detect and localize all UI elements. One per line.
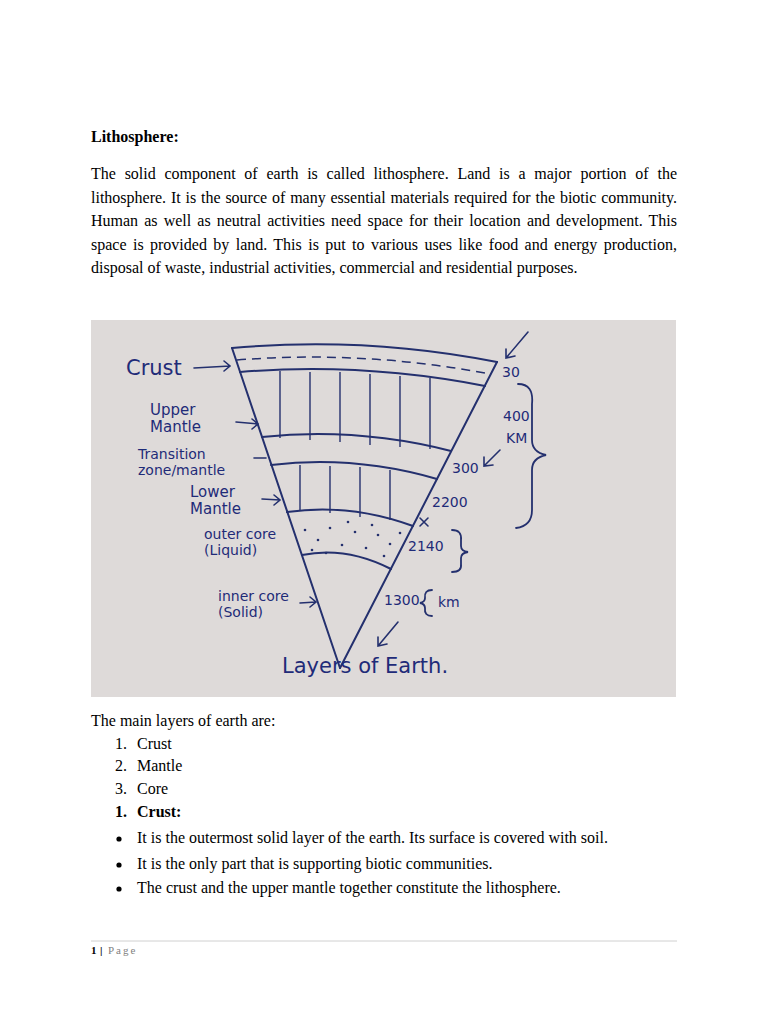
layer-label: Crust [126,356,182,380]
outer-core-dots [304,521,402,558]
section-number: 1. [115,803,127,821]
depth-number: 2140 [408,538,444,554]
bullet-text: The crust and the upper mantle together … [137,879,677,897]
mantle-hatching [280,371,430,520]
bullet-text: It is the outermost solid layer of the e… [137,829,677,847]
list-intro: The main layers of earth are: [91,712,275,730]
list-number: 1. [115,735,127,753]
footer-rule [91,941,677,942]
page-title: Lithosphere: [91,128,179,146]
leader-arrows [194,332,528,646]
list-item: Core [137,780,168,798]
bullet-text: It is the only part that is supporting b… [137,855,677,873]
layer-label: Transition zone/mantle [138,446,250,478]
layer-label: Upper Mantle [150,402,236,437]
unit-label: km [438,594,460,610]
body-paragraph: The solid component of earth is called l… [91,162,677,280]
depth-number: 30 [502,364,520,380]
list-item: Crust [137,735,172,753]
list-number: 2. [115,757,127,775]
figure-caption: Layers of Earth. [282,654,448,678]
list-item: Mantle [137,757,182,775]
depth-number: 2200 [432,494,468,510]
section-heading: Crust: [137,803,181,821]
list-number: 3. [115,780,127,798]
bullet-dots [116,836,121,891]
depth-number: 1300 [384,592,420,608]
page-separator: | [100,944,102,957]
page-word: Page [108,944,137,957]
depth-number: 300 [452,460,479,476]
dimension-braces [420,384,546,616]
layer-label: inner core (Solid) [218,588,298,620]
wedge-outline [232,344,497,668]
photo-ground [91,320,676,697]
unit-label: KM [506,430,527,446]
depth-number: 400 [503,408,530,424]
layer-label: Lower Mantle [190,484,260,519]
crust-dash [237,357,490,374]
layer-label: outer core (Liquid) [204,526,290,558]
page-number: 1 [91,944,97,957]
